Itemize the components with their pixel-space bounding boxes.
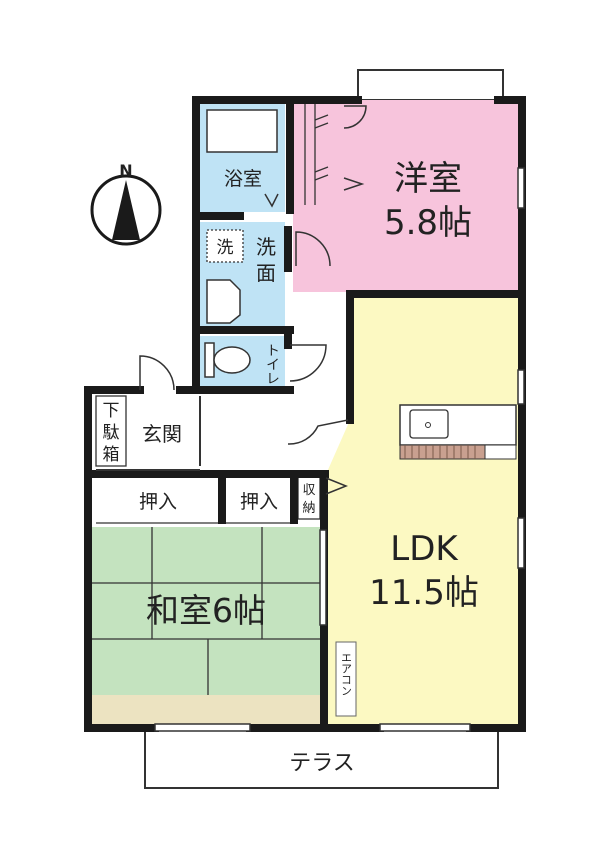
compass: N [90,161,162,246]
shoebox-label-2: 駄 [103,423,120,443]
washer-label: 洗 [217,238,234,258]
aircon-label: エアコン [340,652,353,696]
ldk-room [327,296,520,725]
doors [139,105,367,495]
bathtub [206,109,278,153]
western-room [293,100,520,292]
japanese-room-name: 和室6帖 [146,591,266,630]
wash-basin [206,279,241,324]
bath-label: 浴室 [224,168,262,190]
kitchen-sink [409,409,449,439]
balcony-outline [357,69,504,101]
shoebox-label-3: 箱 [103,445,120,465]
western-closet [304,104,329,205]
storage-label-1: 収 [302,483,315,498]
western-room-size: 5.8帖 [384,203,472,243]
compass-north-label: N [119,161,132,180]
windows [154,167,525,732]
tatami-lines [92,527,324,695]
closet-left-label: 押入 [139,491,177,513]
shoebox-label-1: 下 [103,401,120,421]
tokonoma [92,695,324,725]
storage-label-2: 納 [302,501,315,516]
aircon-box [335,641,357,717]
closet-right [228,481,290,521]
washer-pan [206,229,244,263]
terrace-label: テラス [289,751,355,776]
terrace-outline [144,721,499,789]
toilet-label: トイレ [264,343,280,385]
ldk-size: 11.5帖 [369,573,479,613]
western-room-name: 洋室 [394,159,462,199]
closet-right-label: 押入 [240,491,278,513]
washroom-label-2: 面 [256,261,276,285]
closet-left [96,481,220,521]
washroom-label-1: 洗 [256,235,276,259]
toilet-fixture [204,342,251,378]
ldk-name: LDK [390,529,459,569]
shoe-box [95,395,127,467]
entrance-label: 玄関 [142,422,182,446]
kitchen-stove [399,444,486,460]
